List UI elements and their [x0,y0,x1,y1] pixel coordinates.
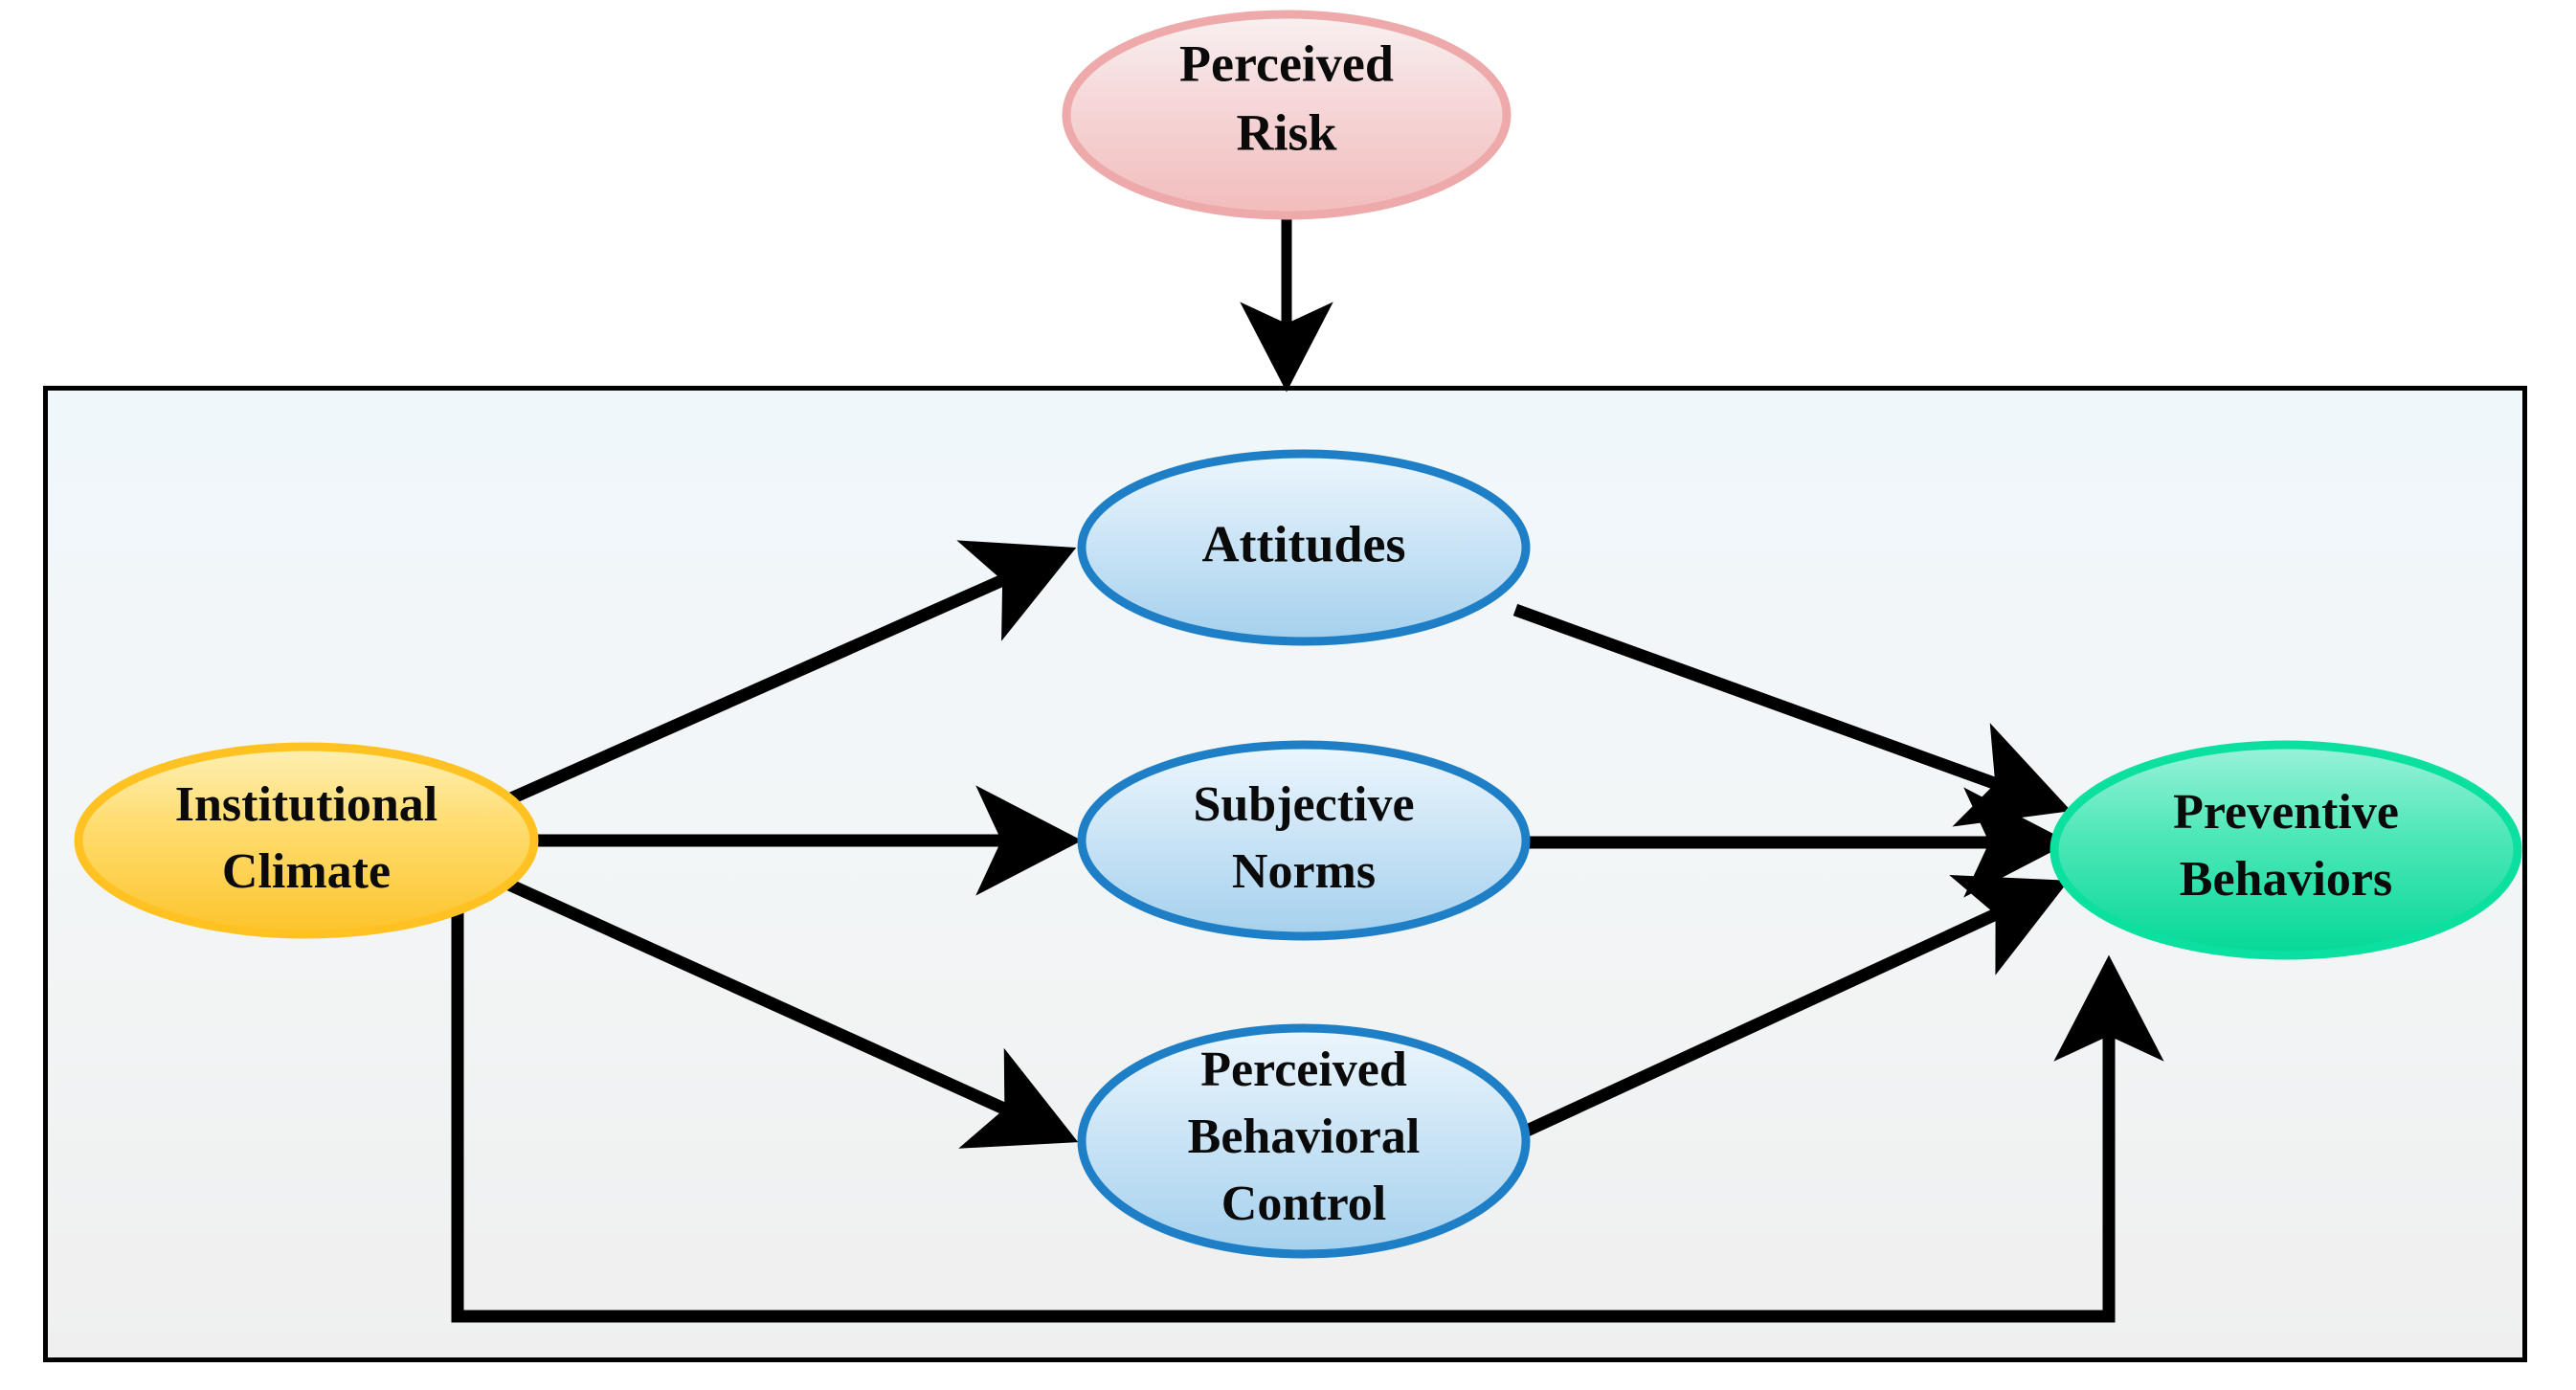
institutional-climate-label-line-1: Institutional [175,777,438,832]
preventive-behaviors-label-line-1: Preventive [2173,785,2399,840]
node-perceived-risk[interactable]: Perceived Risk [1062,10,1512,220]
subjective-norms-ellipse [1077,740,1531,941]
edge-attitudes-to-preventive-behaviors [1512,603,2072,827]
node-institutional-climate[interactable]: Institutional Climate [74,742,539,939]
node-attitudes[interactable]: Attitudes [1077,449,1531,646]
node-subjective-norms[interactable]: Subjective Norms [1077,740,1531,941]
perceived-behavioral-control-ellipse [1077,1023,1531,1259]
node-perceived-behavioral-control[interactable]: Perceived Behavioral Control [1077,1023,1531,1259]
subjective-norms-label-line-2: Norms [1232,844,1376,899]
preventive-behaviors-ellipse [2050,740,2522,960]
perceived-risk-ellipse [1062,10,1512,220]
perceived-behavioral-control-label-line-2: Behavioral [1188,1110,1421,1164]
edge-perceived-behavioral-control-to-preventive-behaviors [1510,875,2070,1143]
perceived-behavioral-control-label-line-1: Perceived [1200,1042,1407,1097]
perceived-risk-label-line-2: Risk [1236,103,1336,161]
preventive-behaviors-label-line-2: Behaviors [2180,852,2392,907]
edge-institutional-climate-to-perceived-behavioral-control [498,875,1079,1149]
perceived-risk-label-line-1: Perceived [1179,34,1394,92]
perceived-behavioral-control-label-line-3: Control [1221,1177,1386,1231]
subjective-norms-label-line-1: Subjective [1193,777,1414,832]
institutional-climate-ellipse [74,742,539,939]
attitudes-ellipse [1077,449,1531,646]
institutional-climate-label-line-2: Climate [222,844,391,899]
attitudes-label: Attitudes [1202,515,1406,572]
node-preventive-behaviors[interactable]: Preventive Behaviors [2050,740,2522,960]
edge-institutional-climate-to-attitudes [500,540,1077,808]
edge-institutional-climate-to-preventive-behaviors [451,911,2164,1323]
